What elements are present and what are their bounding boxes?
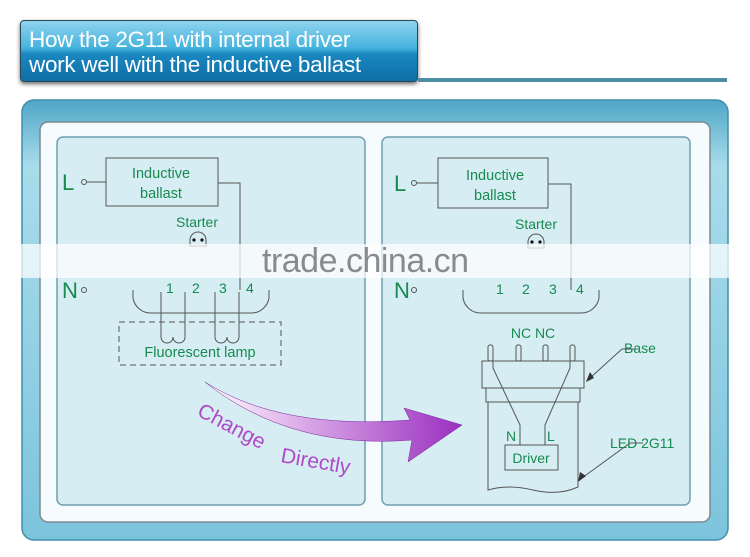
- right-pin-1: 1: [496, 281, 504, 297]
- left-pin-4: 4: [246, 280, 254, 296]
- right-pin-2: 2: [522, 281, 530, 297]
- left-l-label: L: [62, 170, 74, 195]
- left-panel: [56, 136, 366, 506]
- right-circuit: [411, 157, 643, 493]
- driver-n-label: N: [506, 428, 516, 444]
- title-rule: [418, 78, 727, 82]
- title-line-2: work well with the inductive ballast: [29, 52, 361, 77]
- left-ballast-line1: Inductive: [132, 166, 190, 182]
- left-circuit: [81, 157, 282, 366]
- watermark-band: trade.china.cn: [0, 244, 750, 278]
- led-2g11-label: LED 2G11: [610, 435, 675, 451]
- driver-l-label: L: [547, 428, 555, 444]
- left-n-label: N: [62, 278, 78, 303]
- driver-label: Driver: [512, 450, 550, 466]
- right-n-label: N: [394, 278, 410, 303]
- left-pin-2: 2: [192, 280, 200, 296]
- right-pin-3: 3: [549, 281, 557, 297]
- title-line-1: How the 2G11 with internal driver: [29, 27, 351, 52]
- right-ballast-line1: Inductive: [466, 168, 524, 184]
- left-pin-1: 1: [166, 280, 174, 296]
- nc-label: NC NC: [511, 325, 555, 341]
- right-panel: [381, 136, 691, 506]
- lamp-label: Fluorescent lamp: [144, 345, 255, 361]
- left-ballast-line2: ballast: [140, 186, 182, 202]
- left-starter-label: Starter: [176, 214, 218, 230]
- pointer-arrowheads: [578, 372, 594, 482]
- right-starter-label: Starter: [515, 216, 557, 232]
- right-ballast-line2: ballast: [474, 188, 516, 204]
- left-pin-3: 3: [219, 280, 227, 296]
- starter-dots-left: [192, 238, 204, 242]
- right-l-label: L: [394, 171, 406, 196]
- title-banner: How the 2G11 with internal driver work w…: [20, 20, 418, 82]
- starter-dots-right: [530, 240, 542, 244]
- right-pin-4: 4: [576, 281, 584, 297]
- watermark-text: trade.china.cn: [262, 244, 469, 278]
- base-label: Base: [624, 340, 656, 356]
- change-arrow: [204, 381, 463, 463]
